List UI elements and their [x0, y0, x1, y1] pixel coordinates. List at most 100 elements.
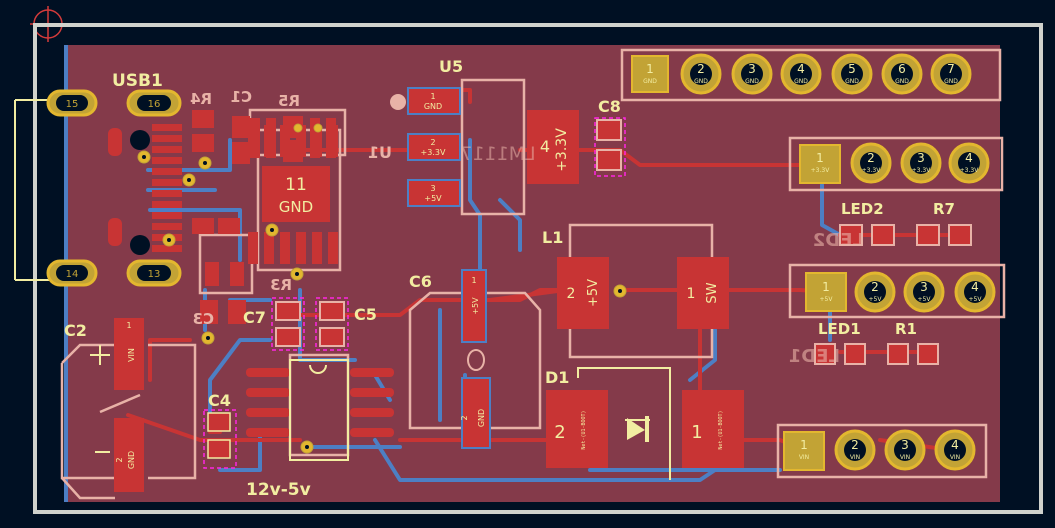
u1-pad-11-net: GND — [279, 198, 313, 216]
vin-header-pin-3-net: VIN — [900, 454, 910, 461]
back-passives-left[interactable] — [192, 218, 246, 324]
l1-pad-1-net: SW — [705, 282, 720, 303]
u1-back-designator: U1 — [368, 143, 392, 162]
usb1-designator: USB1 — [112, 71, 163, 91]
5v-header-pin-3-number: 3 — [920, 280, 928, 294]
c1-designator: C1 — [231, 88, 252, 106]
d1-designator: D1 — [545, 368, 569, 387]
d1-pad-2-number: 2 — [554, 422, 565, 443]
c4-designator: C4 — [208, 391, 231, 410]
header-pin-labels: 1GND2GND3GND4GND5GND6GND7GND1+3.3V2+3.3V… — [643, 62, 982, 461]
c7-c5-capacitors[interactable] — [275, 301, 345, 347]
c2-pad-1-net: VIN — [127, 348, 136, 362]
vin-header-pin-3-number: 3 — [901, 438, 909, 452]
u5-ldo-regulator[interactable]: 1 GND 2 +3.3V 3 +5V 4 +3.3V LM1117 — [390, 87, 579, 207]
led2-back-label: LED2 — [813, 230, 864, 251]
u5-pad-1: 1 GND — [407, 87, 461, 115]
usb1-connector[interactable]: 15 16 14 13 — [46, 89, 182, 287]
5v-header-pin-2-net: +5V — [869, 296, 883, 303]
3v3-header-pin-3-net: +3.3V — [912, 167, 932, 174]
u5-pad-4-number: 4 — [540, 137, 550, 156]
c2-pad-2: 2 GND — [114, 418, 144, 492]
vin-header-pin-1-net: VIN — [799, 454, 809, 461]
courtyard-outlines — [203, 117, 626, 469]
d1-diode[interactable]: 2 Net-(U1-BOOT) 1 Net-(U1-BOOT) — [546, 390, 744, 468]
l1-pad-2-number: 2 — [567, 286, 576, 302]
c7-designator: C7 — [243, 308, 266, 327]
gnd-header-pin-3-net: GND — [745, 78, 759, 85]
u5-pad-4-net: +3.3V — [554, 128, 570, 172]
led2-r7-row[interactable] — [839, 224, 972, 246]
u5-pad-3-net: +5V — [424, 194, 442, 203]
3v3-header-pin-2-number: 2 — [867, 151, 875, 165]
r1-designator: R1 — [895, 320, 917, 338]
3v3-header-pin-1-number: 1 — [816, 151, 824, 165]
d1-pad-2: 2 Net-(U1-BOOT) — [546, 390, 608, 468]
3v3-header-pin-2-net: +3.3V — [862, 167, 882, 174]
gnd-header-pin-6-number: 6 — [898, 62, 906, 76]
u5-pad-4: 4 +3.3V — [527, 110, 579, 184]
gnd-header-pin-4-number: 4 — [797, 62, 805, 76]
c2-pad-2-number: 2 — [115, 457, 124, 462]
u5-pin1-marker — [390, 94, 406, 110]
5v-header-pin-3-net: +5V — [918, 296, 932, 303]
c8-designator: C8 — [598, 97, 621, 116]
5v-header[interactable] — [805, 271, 996, 313]
gnd-header-pin-3-number: 3 — [748, 62, 756, 76]
c6-capacitor[interactable]: 1 +5V 2 GND — [460, 269, 491, 449]
5v-header-pin-1-net: +5V — [820, 296, 834, 303]
vin-header-pin-4-net: VIN — [950, 454, 960, 461]
gnd-header-pin-7-number: 7 — [947, 62, 955, 76]
led1-back-label: LED1 — [789, 346, 840, 367]
d1-pad-2-net: Net-(U1-BOOT) — [581, 410, 587, 449]
gnd-header-pin-5-number: 5 — [848, 62, 856, 76]
gnd-header-pin-2-net: GND — [694, 78, 708, 85]
u1-pad-11-number: 11 — [285, 175, 307, 195]
r7-designator: R7 — [933, 200, 955, 218]
usb-shield-pad-13: 13 — [126, 259, 182, 287]
l1-pad-2: 2 +5V — [557, 257, 609, 329]
u2-soic8[interactable] — [246, 359, 394, 461]
u5-pad-2-net: +3.3V — [421, 148, 446, 157]
5v-header-pin-1-number: 1 — [822, 280, 830, 294]
usb-shield-pad-16: 16 — [126, 89, 182, 117]
3v3-header[interactable] — [799, 142, 990, 184]
gnd-header-pin-7-net: GND — [944, 78, 958, 85]
c6-pad-1-net: +5V — [471, 297, 480, 315]
gnd-header-pin-1-number: 1 — [646, 62, 654, 76]
u1-buck-ic[interactable]: 11 GND — [248, 125, 338, 264]
led1-designator: LED1 — [818, 320, 861, 338]
led1-r1-row[interactable] — [814, 343, 939, 365]
vin-header[interactable] — [783, 429, 976, 471]
r4-designator: R4 — [190, 90, 212, 108]
gnd-header-pin-2-number: 2 — [697, 62, 705, 76]
usb-shield-pad-15: 15 — [46, 89, 98, 117]
diode-symbol-icon — [627, 416, 649, 442]
c6-designator: C6 — [409, 272, 432, 291]
u5-pad-1-net: GND — [424, 102, 442, 111]
vin-header-pin-2-net: VIN — [850, 454, 860, 461]
usb-pad-14-label: 14 — [66, 269, 79, 280]
board-title: 12v-5v — [246, 480, 311, 500]
u5-mirrored-value: LM1117 — [460, 143, 535, 165]
3v3-header-pin-1-net: +3.3V — [811, 167, 831, 174]
c4-capacitor[interactable] — [207, 412, 231, 459]
u5-pad-2: 2 +3.3V — [407, 133, 461, 161]
c8-capacitor[interactable] — [596, 119, 622, 171]
l1-pad-2-net: +5V — [586, 279, 601, 307]
u5-pad-2-number: 2 — [430, 138, 435, 147]
l1-designator: L1 — [542, 228, 563, 247]
c6-pad-2: 2 GND — [460, 377, 491, 449]
c6-pad-1-number: 1 — [471, 276, 476, 285]
usb-pad-16-label: 16 — [148, 99, 161, 110]
board-edge-outline — [33, 23, 1043, 514]
back-copper-traces — [146, 138, 842, 482]
gnd-header-pin-6-net: GND — [895, 78, 909, 85]
gnd-header[interactable] — [631, 53, 972, 95]
u5-pad-3-number: 3 — [430, 184, 435, 193]
c2-capacitor[interactable]: 1 VIN 2 GND — [114, 318, 144, 492]
gnd-header-pin-4-net: GND — [794, 78, 808, 85]
l1-inductor[interactable]: 2 +5V 1 SW — [557, 257, 729, 329]
